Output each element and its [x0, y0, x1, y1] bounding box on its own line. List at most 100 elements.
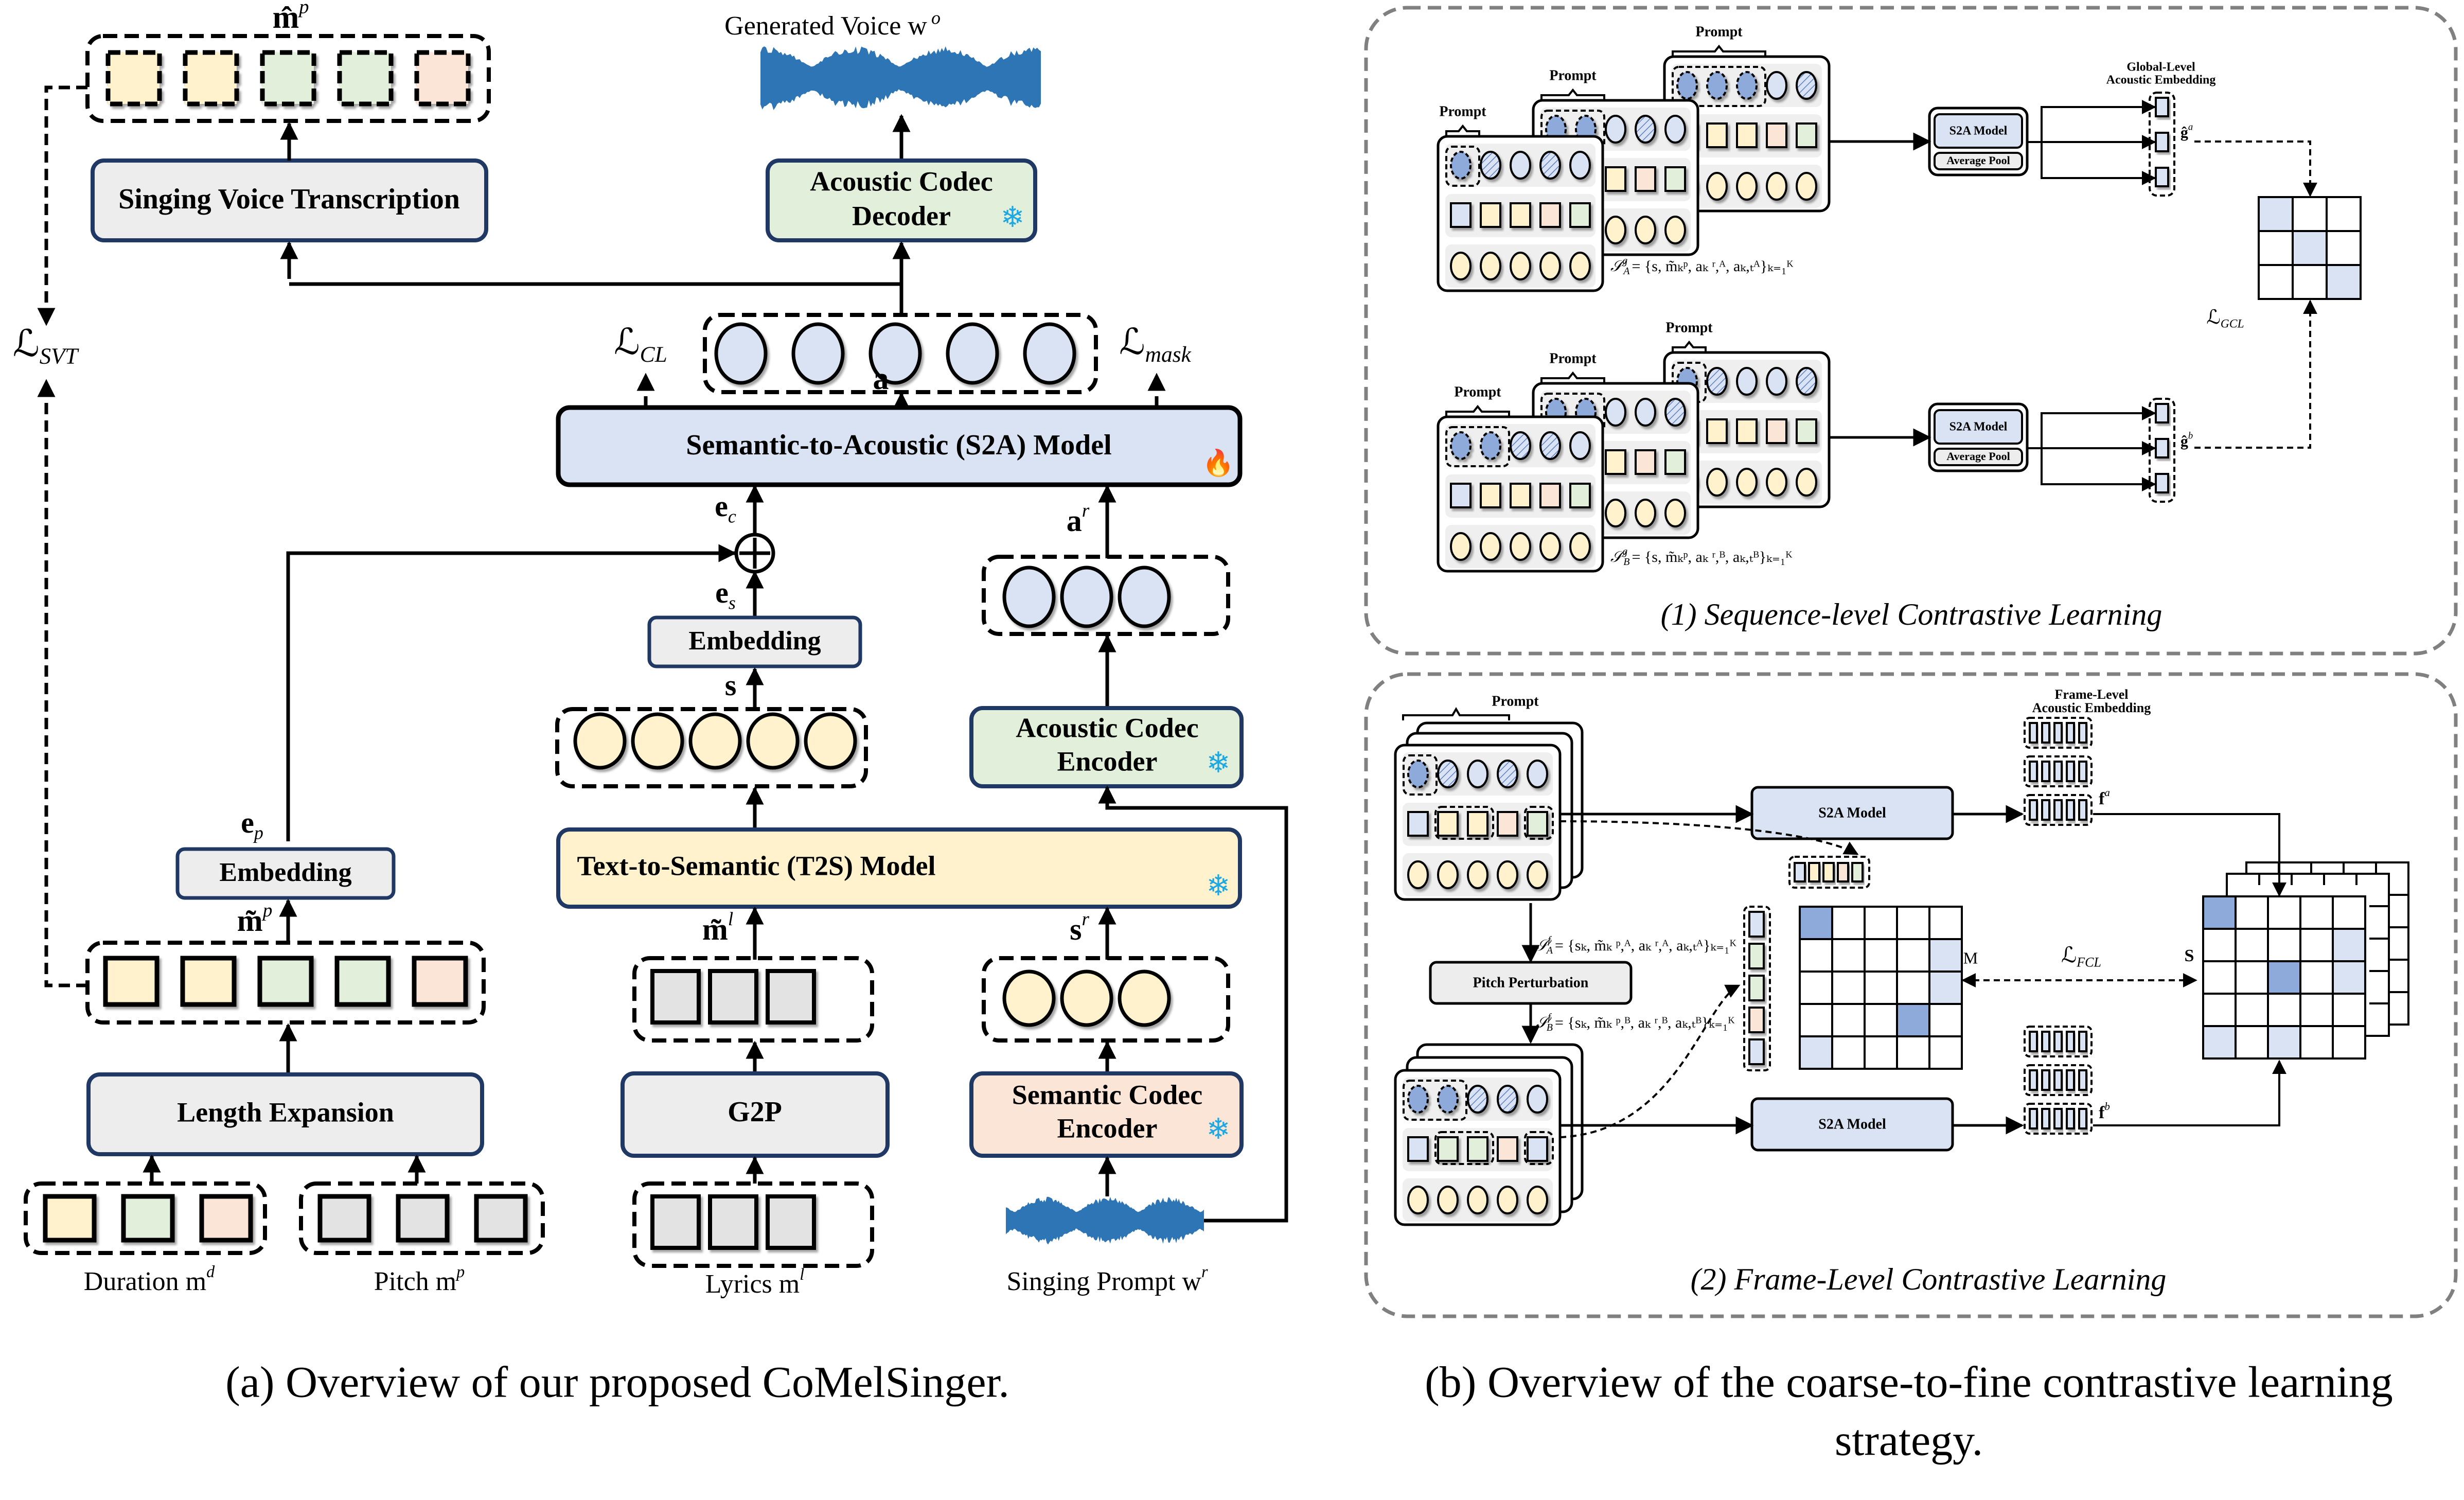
- sr-label-base: s: [1070, 912, 1082, 946]
- semantic-token: [1736, 468, 1758, 497]
- acoustic-token: [1766, 367, 1787, 396]
- frame-prompt-label: Prompt: [1492, 693, 1539, 709]
- frame-embedding-a-frame-vector: [2078, 722, 2087, 744]
- similarity-matrix-cell: [2202, 895, 2237, 930]
- prompt-semantic-tokens-group: [982, 956, 1230, 1043]
- similarity-matrix-cell: [2299, 1025, 2334, 1060]
- pitch-token: [1605, 166, 1626, 192]
- acoustic-token: [1635, 115, 1656, 144]
- ep-label-base: e: [241, 806, 254, 839]
- s2a-model-box: [556, 405, 1243, 487]
- ar-label-sup: r: [1082, 500, 1090, 521]
- prompt-label: Prompt: [1695, 24, 1743, 40]
- mask-matrix-cell: [1896, 1003, 1930, 1037]
- semantic-token: [1569, 252, 1591, 280]
- mask-matrix-cell: [1864, 1003, 1898, 1037]
- semantic-token: [1605, 216, 1626, 244]
- mask-matrix-cell: [1928, 970, 1963, 1005]
- mask-matrix-cell: [1831, 906, 1866, 940]
- text-to-semantic-box: [556, 827, 1242, 909]
- acoustic-token: [1407, 1085, 1429, 1114]
- pitch-token: [1569, 202, 1591, 228]
- prompt-label: Prompt: [1665, 320, 1713, 336]
- loss-cl-label: ℒCL: [614, 323, 667, 367]
- loss-gcl-label: ℒGCL: [2206, 307, 2244, 331]
- frame-embedding-b-frame-vector: [2041, 1069, 2050, 1091]
- s2a-frame-b-label: S2A Model: [1818, 1116, 1886, 1132]
- prompt-acoustic-tokens-group: [982, 555, 1230, 636]
- similarity-matrix-cell: [2299, 928, 2334, 962]
- acoustic-token: [1539, 431, 1561, 460]
- arrow-fb-to-sim: [2093, 1060, 2286, 1126]
- global-embedding-b-branch-bot: [2041, 448, 2156, 491]
- global-embedding-b-branch-top: [2027, 406, 2156, 449]
- acoustic-token: [1407, 760, 1429, 788]
- embedding-pitch-box: [175, 847, 396, 900]
- acoustic-token: [1510, 431, 1531, 460]
- frame-embedding-a-frame-vector: [2078, 761, 2087, 782]
- mask-matrix-cell: [1831, 1035, 1866, 1070]
- global-embedding-a-vector: [2155, 132, 2169, 152]
- pitch-token: [1539, 202, 1561, 228]
- singing-prompt-label: Singing Prompt wr: [1006, 1263, 1208, 1296]
- semantic-encoder-label-1: Semantic Codec: [1012, 1079, 1202, 1110]
- decoder-label-2: Decoder: [852, 200, 951, 231]
- pitch-token: [1706, 418, 1728, 444]
- similarity-matrix-cell: [2299, 993, 2334, 1027]
- embedding-pitch-label: Embedding: [219, 858, 351, 887]
- pitch-token: [317, 1194, 371, 1243]
- loss-fcl-label-sub: FCL: [2076, 955, 2101, 970]
- svt-token: [105, 50, 162, 107]
- similarity-matrix-cell: [2267, 993, 2301, 1027]
- prompt-brace: [1445, 404, 1510, 417]
- duration-label-base: Duration m: [84, 1267, 206, 1296]
- frame-b-card: [1394, 1069, 1562, 1226]
- gcl-matrix-cell: [2326, 196, 2362, 232]
- frame-embedding-a-frame-vector: [2029, 799, 2038, 821]
- global-embedding-a-group: [2149, 92, 2175, 197]
- pitch-token: [1480, 202, 1501, 228]
- acoustic-token: [1539, 151, 1561, 180]
- lyrics-token: [766, 1194, 816, 1250]
- average-pool-label: Average Pool: [1946, 154, 2010, 167]
- ar-label-text: ar: [1067, 500, 1090, 538]
- acoustic-token: [1023, 322, 1076, 385]
- acoustic-token: [1437, 1085, 1459, 1114]
- semantic-token: [746, 712, 800, 770]
- frame-embedding-a-frame-vector: [2066, 722, 2075, 744]
- trainable-fire-icon: 🔥: [1202, 448, 1234, 477]
- ec-label: ec: [715, 489, 736, 526]
- acoustic-token: [1527, 1085, 1548, 1114]
- mtilde-l-label: m̃l: [702, 909, 733, 946]
- ep-label-sub: p: [253, 823, 263, 843]
- global-embedding-title-2: Acoustic Embedding: [2106, 74, 2216, 87]
- generated-voice-sup: o: [931, 7, 941, 28]
- pitch-label-base: Pitch m: [374, 1267, 456, 1296]
- frame-embedding-a-frame-vector: [2053, 722, 2063, 744]
- pitch-group-outline: [1524, 1131, 1554, 1165]
- mask-matrix-cell: [1799, 906, 1833, 940]
- pitch-strip-side-token: [1748, 943, 1765, 969]
- frame-embedding-b-frame-vector: [2029, 1069, 2038, 1091]
- f-b-label-base: f: [2099, 1103, 2105, 1122]
- acoustic-token: [1664, 398, 1686, 427]
- semantic-token: [573, 712, 627, 770]
- pitch-strip-side-token: [1748, 1007, 1765, 1033]
- f-a-label-text: fa: [2099, 786, 2110, 808]
- mtilde-l-label-base: m̃: [702, 912, 728, 946]
- semantic-token: [631, 712, 684, 770]
- sr-label-text: sr: [1070, 909, 1089, 946]
- semantic-token: [1407, 860, 1429, 889]
- arrow-ep-to-sum: [286, 544, 737, 841]
- expanded-pitch-token: [257, 956, 314, 1007]
- expanded-pitch-tokens-group: [85, 941, 486, 1025]
- loss-mask-label-sub: mask: [1145, 342, 1192, 367]
- ec-label-sub: c: [728, 506, 736, 527]
- mtilde-l-label-sup: l: [728, 909, 733, 930]
- decoder-label-1: Acoustic Codec: [810, 166, 992, 197]
- g-hat-b-label-sup: b: [2188, 431, 2193, 442]
